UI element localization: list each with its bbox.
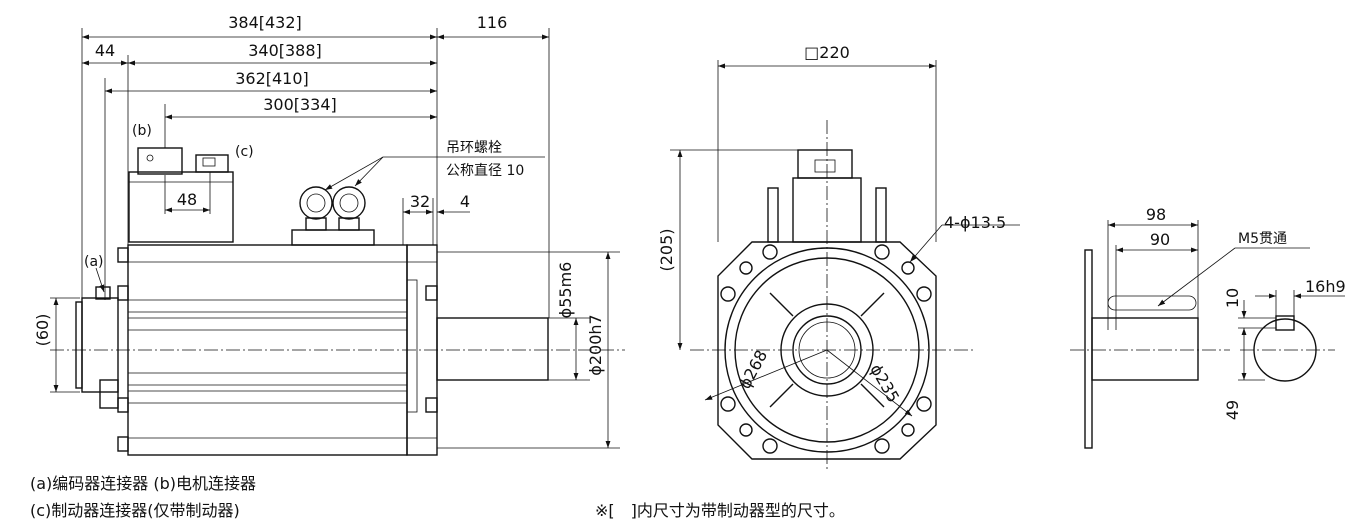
dim-205: (205) — [657, 228, 676, 271]
connector-c — [195, 154, 229, 173]
dim-mounting-holes: 4-ϕ13.5 — [944, 213, 1006, 232]
eyebolt-label-1: 吊环螺栓 — [446, 140, 502, 156]
connector-legend-line-1: (a)编码器连接器 (b)电机连接器 — [30, 474, 257, 493]
dim-235: ϕ235 — [866, 361, 903, 406]
dim-body-length: 340[388] — [248, 41, 322, 60]
label-connector-a: (a) — [84, 254, 104, 270]
dim-98: 98 — [1146, 205, 1166, 224]
shaft-detail-view: 98 90 M5贯通 10 16h9 49 — [1070, 205, 1346, 449]
dim-shaft-diameter: ϕ55m6 — [556, 262, 575, 319]
front-view: □220 (205) 4-ϕ13.5 ϕ268 ϕ235 — [657, 43, 1020, 470]
dim-square-220: □220 — [804, 43, 850, 62]
dim-shaft-length: 116 — [477, 13, 508, 32]
dim-10: 10 — [1223, 288, 1242, 308]
dim-pcd-268: ϕ268 — [735, 347, 771, 392]
eyebolt-label-2: 公称直径 10 — [446, 162, 524, 179]
side-view: 384[432] 116 44 340[388] 362[410] 300[33… — [33, 13, 625, 456]
dim-4: 4 — [460, 192, 470, 211]
dim-60: (60) — [33, 314, 52, 347]
eye-bolts — [291, 186, 375, 246]
bracket-dimension-note: ※[ ]内尺寸为带制动器型的尺寸。 — [595, 501, 845, 520]
front-flange-outline — [717, 241, 937, 460]
dim-connector-48: 48 — [177, 190, 197, 209]
dim-90: 90 — [1150, 230, 1170, 249]
connector-box — [128, 171, 234, 243]
dim-encoder-length: 44 — [95, 41, 115, 60]
connector-b — [137, 147, 183, 175]
dim-thread-m5: M5贯通 — [1238, 231, 1287, 247]
label-connector-c: (c) — [235, 144, 254, 160]
dim-keyway-16h9: 16h9 — [1305, 277, 1346, 296]
dim-300-length: 300[334] — [263, 95, 337, 114]
connector-legend-line-2: (c)制动器连接器(仅带制动器) — [30, 501, 240, 520]
encoder-cover — [81, 297, 119, 393]
dim-flange-32: 32 — [410, 192, 430, 211]
dim-362-length: 362[410] — [235, 69, 309, 88]
dim-total-length: 384[432] — [228, 13, 302, 32]
motor-shaft — [436, 317, 549, 381]
dim-49: 49 — [1223, 400, 1242, 420]
dim-spigot-diameter: ϕ200h7 — [586, 314, 605, 375]
label-connector-b: (b) — [132, 123, 152, 139]
shaft-flange-plate — [1084, 249, 1093, 449]
